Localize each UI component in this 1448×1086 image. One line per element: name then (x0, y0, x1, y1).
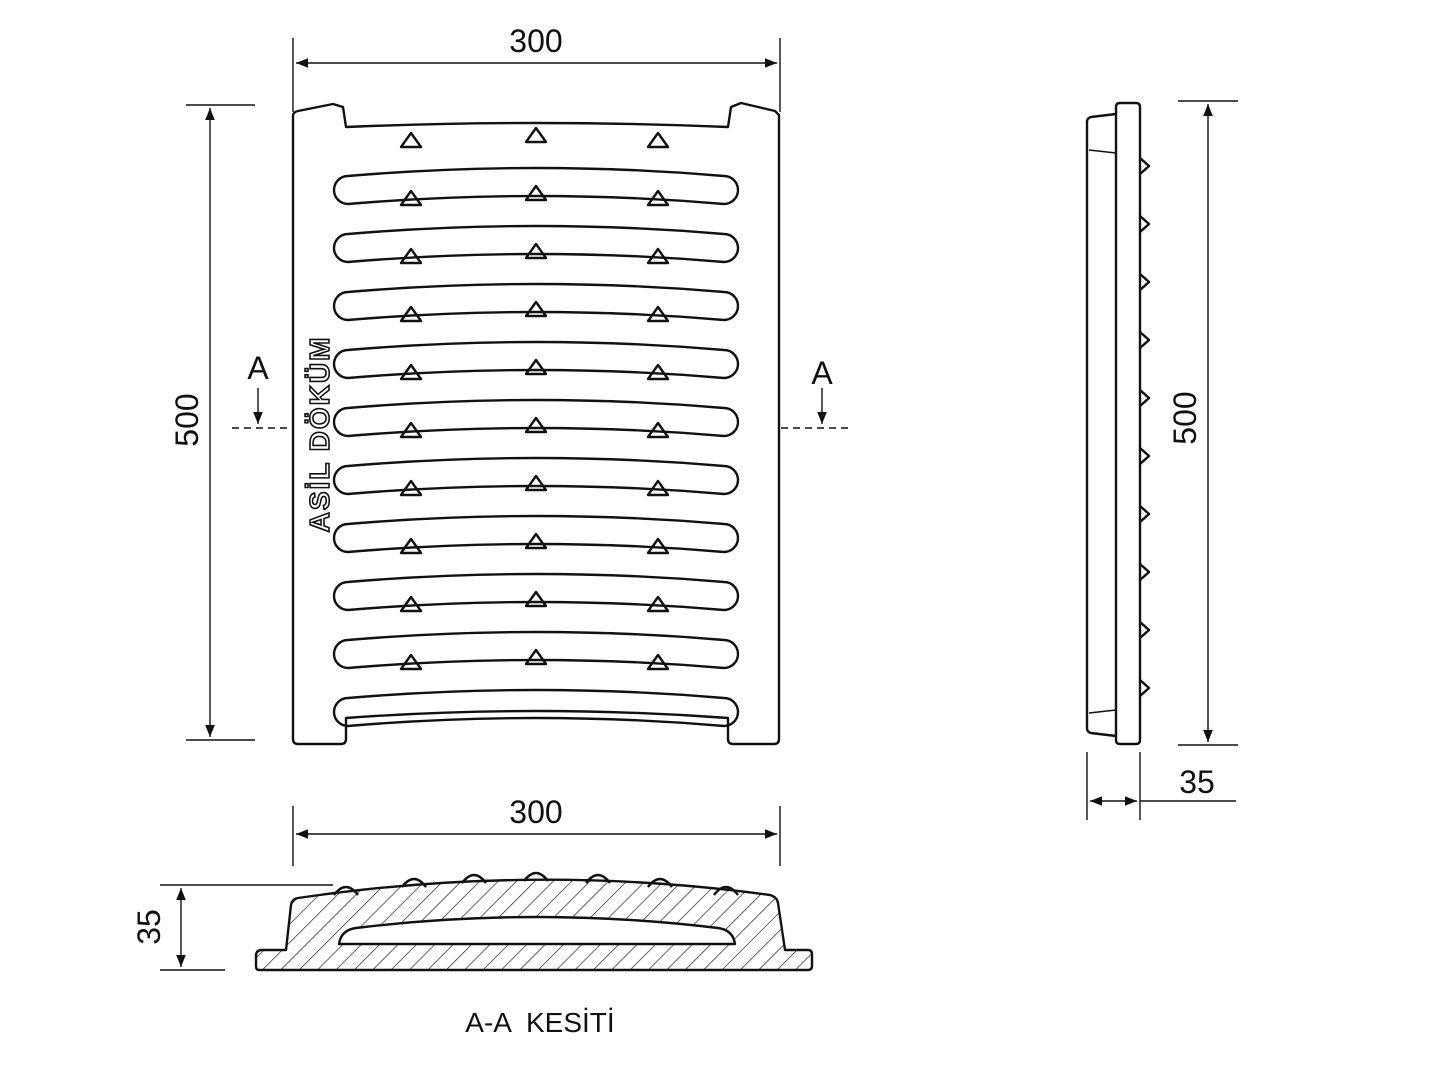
section-bump (523, 871, 549, 882)
grate-slot (332, 688, 740, 728)
antislip-triangle (399, 189, 423, 207)
antislip-triangle (399, 363, 423, 381)
side-bump (1139, 505, 1151, 523)
section-width-dimension: 300 (292, 794, 781, 866)
section-width-label: 300 (509, 794, 562, 830)
antislip-triangle (646, 595, 670, 613)
side-bump (1139, 679, 1151, 697)
side-bump (1139, 273, 1151, 291)
section-bump (713, 885, 739, 896)
antislip-triangle (646, 479, 670, 497)
antislip-triangle (524, 184, 548, 202)
grate-slot (332, 166, 740, 206)
section-bump (333, 885, 359, 896)
antislip-triangle (524, 416, 548, 434)
antislip-triangle (524, 126, 548, 144)
grate-slot (332, 224, 740, 264)
side-height-label: 500 (1167, 391, 1203, 444)
grate-slot (332, 398, 740, 438)
grate-slot (332, 456, 740, 496)
antislip-triangle (399, 595, 423, 613)
antislip-triangle (399, 247, 423, 265)
side-height-dimension: 500 (1167, 100, 1238, 746)
antislip-triangle (399, 479, 423, 497)
side-bump (1139, 389, 1151, 407)
grate-slot (332, 282, 740, 322)
antislip-triangle (399, 653, 423, 671)
brand-text: ASİL DÖKÜM (304, 336, 335, 533)
antislip-triangle (524, 648, 548, 666)
antislip-triangle (399, 305, 423, 323)
section-height-dimension: 35 (131, 884, 333, 971)
antislip-triangle (646, 305, 670, 323)
plan-view: 300 500 ASİL DÖKÜM A A (169, 23, 848, 746)
section-hatched-profile (254, 878, 814, 972)
antislip-triangle (646, 247, 670, 265)
side-view: 500 35 (1085, 100, 1238, 820)
side-bump (1139, 621, 1151, 639)
plan-height-label: 500 (169, 393, 205, 446)
plan-width-label: 300 (509, 23, 562, 59)
section-bump (401, 877, 427, 888)
antislip-triangle (399, 421, 423, 439)
side-bump (1139, 331, 1151, 349)
section-bump (647, 877, 673, 888)
antislip-triangle (646, 537, 670, 555)
antislip-triangle (524, 358, 548, 376)
side-bump-group (1139, 157, 1151, 697)
side-bump (1139, 215, 1151, 233)
grate-slot (332, 514, 740, 554)
side-profile (1114, 101, 1142, 746)
section-mark-right: A (811, 355, 833, 391)
slot-group (332, 166, 740, 728)
side-thickness-dimension: 35 (1086, 752, 1236, 820)
antislip-triangle (399, 131, 423, 149)
section-line: A A (232, 350, 848, 429)
side-bump (1139, 447, 1151, 465)
antislip-triangle (646, 131, 670, 149)
section-mark-left: A (247, 350, 269, 386)
grate-slot (332, 572, 740, 612)
antislip-triangle (646, 189, 670, 207)
grate-slot (332, 630, 740, 670)
antislip-triangle (524, 590, 548, 608)
side-flange (1085, 112, 1117, 738)
side-bump (1139, 563, 1151, 581)
antislip-triangle (399, 537, 423, 555)
plan-width-dimension: 300 (292, 23, 781, 112)
antislip-triangle (524, 300, 548, 318)
section-bump-group (333, 871, 739, 896)
section-height-label: 35 (131, 909, 167, 945)
antislip-triangle (524, 242, 548, 260)
bump-group (399, 126, 670, 671)
grate-outline (291, 101, 781, 746)
antislip-triangle (646, 653, 670, 671)
antislip-triangle (524, 474, 548, 492)
plan-height-dimension: 500 (169, 104, 255, 741)
antislip-triangle (646, 363, 670, 381)
section-bump (461, 873, 487, 884)
grate-slot (332, 340, 740, 380)
section-title: A-A KESİTİ (465, 1007, 614, 1038)
antislip-triangle (524, 532, 548, 550)
section-view: 300 35 A-A KESİTİ (131, 794, 814, 1038)
antislip-triangle (646, 421, 670, 439)
side-thickness-label: 35 (1179, 764, 1215, 800)
section-bump (585, 873, 611, 884)
side-bump (1139, 157, 1151, 175)
